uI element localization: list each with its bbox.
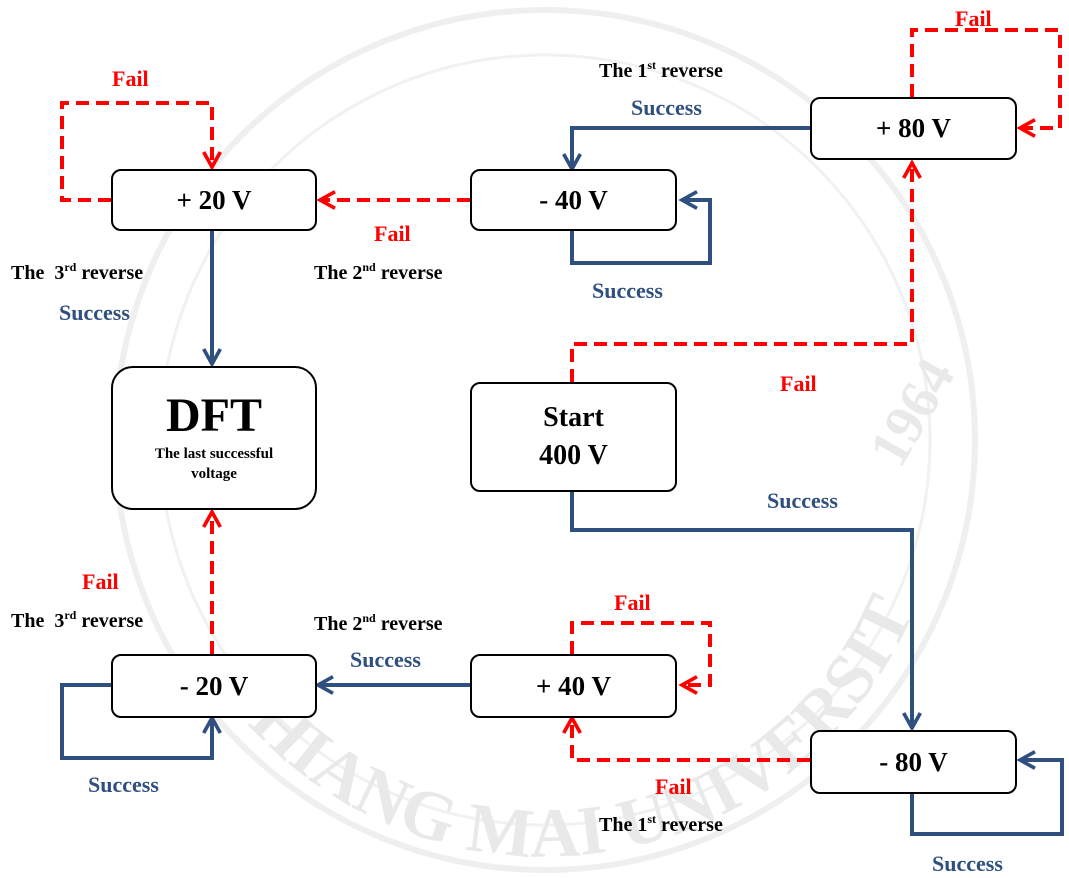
success-label-plus80-to-minus40: Success xyxy=(631,95,702,120)
start-box-line1: Start xyxy=(543,402,604,433)
success-label-minus20-loop: Success xyxy=(88,772,159,797)
connector-minus40-self-loop xyxy=(570,200,712,265)
dft-title: DFT xyxy=(166,389,262,442)
dft-subtitle-line1: The last successful xyxy=(154,446,274,462)
watermark-year: 1964 xyxy=(858,349,968,477)
connector-plus80-to-minus40 xyxy=(572,126,810,169)
dft-box: DFT The last successful voltage xyxy=(111,366,317,510)
reverse-label-3rd-top: The 3rd reverse xyxy=(11,260,144,284)
connector-start-to-plus80 xyxy=(570,163,912,382)
success-connectors xyxy=(60,126,1064,836)
minus80-box: - 80 V xyxy=(810,730,1017,794)
plus80-box: + 80 V xyxy=(810,97,1017,160)
connector-start-to-minus80 xyxy=(570,492,912,728)
minus80-label: - 80 V xyxy=(879,746,948,777)
minus40-label: - 40 V xyxy=(539,184,608,215)
plus20-label: + 20 V xyxy=(176,184,252,215)
plus80-label: + 80 V xyxy=(876,113,951,143)
success-label-minus40-loop: Success xyxy=(592,278,663,303)
success-label-plus20-to-dft: Success xyxy=(59,300,130,325)
fail-label-start-to-plus80: Fail xyxy=(780,371,817,396)
dft-subtitle-line2: voltage xyxy=(191,466,237,482)
start-box: Start 400 V xyxy=(470,382,677,492)
reverse-label-3rd-bottom: The 3rd reverse xyxy=(11,608,144,632)
plus40-label: + 40 V xyxy=(536,670,611,701)
success-label-minus80-loop: Success xyxy=(932,851,1003,876)
plus20-box: + 20 V xyxy=(111,169,317,231)
reverse-label-2nd-bottom: The 2nd reverse xyxy=(314,611,443,635)
fail-label-minus20-to-dft: Fail xyxy=(82,569,119,594)
minus40-box: - 40 V xyxy=(470,169,677,231)
start-box-line2: 400 V xyxy=(539,440,608,471)
connector-plus40-self-loop xyxy=(570,621,712,685)
fail-label-minus40-to-plus20: Fail xyxy=(374,221,411,246)
fail-label-plus20-loop: Fail xyxy=(112,66,149,91)
connector-minus80-self-loop xyxy=(910,760,1064,836)
fail-label-minus80-to-plus40: Fail xyxy=(655,774,692,799)
fail-label-plus80-loop: Fail xyxy=(955,6,992,31)
minus20-label: - 20 V xyxy=(179,670,249,701)
success-label-start-to-minus80: Success xyxy=(767,488,838,513)
reverse-label-1st-top: The 1st reverse xyxy=(599,58,723,82)
fail-connectors xyxy=(60,28,1062,762)
fail-label-plus40-loop: Fail xyxy=(614,590,651,615)
connector-plus20-self-loop xyxy=(60,101,212,202)
reverse-label-1st-bottom: The 1st reverse xyxy=(599,812,723,836)
connector-plus80-self-loop xyxy=(910,28,1062,128)
connector-minus20-self-loop xyxy=(60,683,212,760)
reverse-label-2nd-top: The 2nd reverse xyxy=(314,260,443,284)
connector-minus80-to-plus40 xyxy=(572,718,810,762)
plus40-box: + 40 V xyxy=(470,654,677,718)
success-label-plus40-to-minus20: Success xyxy=(350,647,421,672)
minus20-box: - 20 V xyxy=(111,654,317,718)
